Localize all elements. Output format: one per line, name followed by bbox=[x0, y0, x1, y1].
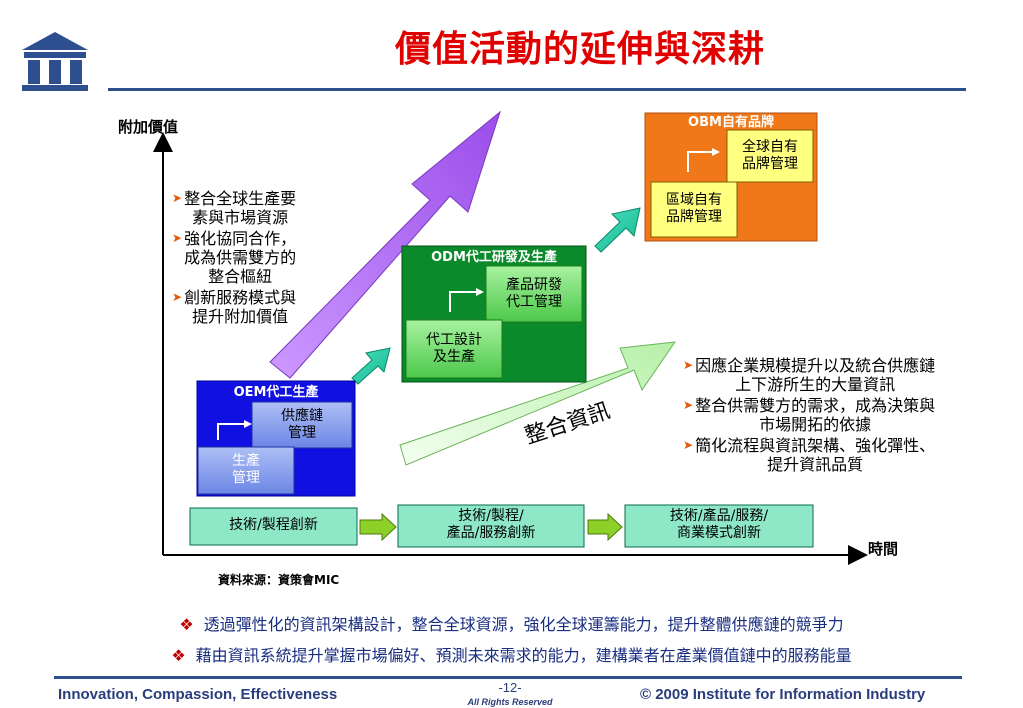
enterprise-scale-arrow bbox=[269, 110, 501, 379]
oem-upper-label: 供應鏈 管理 bbox=[281, 408, 323, 441]
odm-upper-cell bbox=[485, 265, 583, 323]
step-arrow-odm-obm bbox=[594, 207, 641, 253]
odm-lower-label: 代工設計 及生產 bbox=[426, 332, 482, 365]
summary-text-2: 藉由資訊系統提升掌握市場偏好、預測未來需求的能力，建構業者在產業價值鏈中的服務能… bbox=[195, 646, 852, 665]
oem-header: OEM代工生產 bbox=[233, 385, 319, 400]
y-axis-label: 附加價值 bbox=[118, 118, 179, 136]
x-axis-label: 時間 bbox=[868, 540, 899, 558]
obm-header: OBM自有品牌 bbox=[688, 115, 774, 130]
innovation-box-2 bbox=[397, 504, 585, 548]
summary-line-1: ❖ 透過彈性化的資訊架構設計，整合全球資源，強化全球運籌能力，提升整體供應鏈的競爭… bbox=[0, 611, 1023, 635]
oem-step-icon bbox=[217, 423, 244, 440]
oem-upper-cell bbox=[251, 401, 353, 449]
page-title: 價值活動的延伸與深耕 bbox=[394, 29, 765, 70]
innovation-box-3 bbox=[624, 504, 814, 548]
obm-lower-cell bbox=[650, 181, 738, 238]
left-bullet-3: 創新服務模式與 提升附加價值 bbox=[184, 288, 297, 326]
summary-text-1: 透過彈性化的資訊架構設計，整合全球資源，強化全球運籌能力，提升整體供應鏈的競爭力 bbox=[203, 615, 844, 634]
rights-note: All Rights Reserved bbox=[467, 697, 553, 707]
left-bullet-2: 強化協同合作， 成為供需雙方的 整合樞紐 bbox=[184, 229, 297, 286]
copyright: © 2009 Institute for Information Industr… bbox=[640, 686, 926, 703]
diamond-bullet-icon: ❖ bbox=[171, 646, 186, 665]
innovation-arrow-1 bbox=[359, 512, 397, 542]
footer-motto: Innovation, Compassion, Effectiveness bbox=[58, 686, 338, 703]
odm-upper-label: 產品研發 代工管理 bbox=[506, 277, 562, 310]
integrate-info-arrow bbox=[399, 341, 677, 466]
page-number: -12- bbox=[498, 680, 522, 695]
odm-header: ODM代工研發及生產 bbox=[431, 250, 557, 265]
right-bullet-1: 因應企業規模提升以及統合供應鏈 上下游所生的大量資訊 bbox=[695, 356, 936, 394]
obm-upper-cell bbox=[726, 129, 814, 183]
left-bullet-1: 整合全球生產要 素與市場資源 bbox=[184, 189, 297, 227]
right-bullet-3: 簡化流程與資訊架構、強化彈性、 提升資訊品質 bbox=[695, 436, 936, 474]
oem-lower-label: 生產 管理 bbox=[232, 453, 260, 486]
right-bullet-list: ➤因應企業規模提升以及統合供應鏈 上下游所生的大量資訊 ➤整合供需雙方的需求，成… bbox=[683, 356, 936, 474]
diamond-bullet-icon: ❖ bbox=[179, 615, 194, 634]
obm-lower-label: 區域自有 品牌管理 bbox=[666, 192, 722, 225]
title-divider bbox=[108, 88, 966, 91]
left-bullet-list: ➤整合全球生產要 素與市場資源 ➤強化協同合作， 成為供需雙方的 整合樞紐 ➤創… bbox=[172, 189, 297, 326]
right-bullet-2: 整合供需雙方的需求，成為決策與 市場開拓的依據 bbox=[695, 396, 936, 434]
innovation-label-2: 技術/製程/ 產品/服務創新 bbox=[446, 508, 536, 541]
obm-upper-label: 全球自有 品牌管理 bbox=[742, 139, 798, 172]
innovation-box-1 bbox=[189, 507, 358, 546]
oem-lower-cell bbox=[197, 446, 295, 495]
obm-step-icon bbox=[687, 151, 712, 172]
source-note: 資料來源：資策會MIC bbox=[218, 573, 340, 587]
innovation-label-3: 技術/產品/服務/ 商業模式創新 bbox=[669, 508, 769, 541]
innovation-label-1: 技術/製程創新 bbox=[229, 517, 318, 533]
step-arrow-oem-odm bbox=[351, 347, 391, 385]
institute-logo-icon bbox=[22, 32, 88, 91]
summary-line-2: ❖ 藉由資訊系統提升掌握市場偏好、預測未來需求的能力，建構業者在產業價值鏈中的服務… bbox=[0, 642, 1023, 666]
footer-divider bbox=[54, 676, 962, 679]
odm-lower-cell bbox=[405, 319, 503, 379]
innovation-arrow-2 bbox=[587, 512, 623, 542]
odm-step-icon bbox=[449, 291, 476, 312]
